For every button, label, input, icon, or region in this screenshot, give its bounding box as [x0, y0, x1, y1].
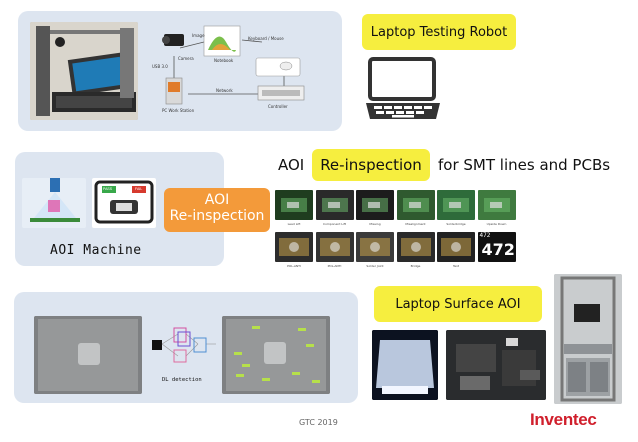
- diagram-camera-label: Camera: [178, 56, 194, 61]
- defect-caption: Component Lift: [322, 222, 347, 226]
- robot-system-diagram: Image Camera Notebook Keyboard / Mouse U…: [152, 20, 312, 120]
- fail-label: FAIL: [135, 187, 143, 191]
- defect-thumbnail: [356, 190, 394, 220]
- aoi-reinspection-box: AOI Re-inspection: [164, 188, 270, 232]
- ocr-small-text: 472: [479, 232, 491, 239]
- defect-caption: Solder Joint: [366, 264, 384, 268]
- defect-thumbnail: [315, 190, 354, 220]
- pass-fail-illustration: PASS FAIL: [92, 178, 156, 228]
- defect-caption: Solderbridge: [446, 222, 466, 226]
- diagram-keyboard-label: Keyboard / Mouse: [248, 36, 284, 41]
- defect-caption: Misalignment: [405, 222, 426, 226]
- defect-thumbnail: [275, 232, 313, 262]
- surface-pcb-photo: [446, 330, 546, 400]
- laptop-surface-raw-image: [34, 316, 142, 394]
- conference-footer: GTC 2019: [299, 418, 338, 427]
- defect-thumbnail: [437, 232, 475, 262]
- defect-caption: Text: [452, 264, 460, 268]
- diagram-network-label: Network: [216, 88, 233, 93]
- diagram-usb-label: USB 3.0: [152, 64, 168, 69]
- diagram-image-label: Image: [192, 33, 205, 38]
- brand-logo: Inventec: [530, 410, 597, 429]
- defect-thumbnail: [477, 190, 516, 220]
- surface-lightbox-photo: [372, 330, 438, 400]
- defect-thumbnail: [396, 190, 435, 220]
- defect-caption: POL-ANTI: [287, 264, 301, 268]
- diagram-notebook-label: Notebook: [214, 58, 234, 63]
- laptop-surface-detected-image: [222, 316, 330, 394]
- laptop-surface-aoi-label: Laptop Surface AOI: [374, 286, 542, 322]
- aoi-camera-illustration: [22, 178, 86, 228]
- defect-caption: Upside Down: [486, 222, 507, 226]
- robot-photo: [30, 22, 138, 120]
- defect-caption: Bridge: [410, 264, 421, 268]
- defect-thumbnail: [275, 190, 313, 220]
- orange-box-line2: Re-inspection: [169, 208, 265, 224]
- diagram-pc-label: PC Work Station: [162, 108, 195, 113]
- laptop-testing-robot-label: Laptop Testing Robot: [362, 14, 516, 50]
- diagram-controller-label: Controller: [268, 104, 288, 109]
- orange-box-line1: AOI: [204, 192, 230, 208]
- ocr-big-text: 472: [481, 240, 515, 259]
- aoi-machine-label: AOI Machine: [50, 243, 142, 258]
- defect-thumbnail: [437, 190, 475, 220]
- dl-network-diagram: [150, 326, 218, 370]
- pass-label: PASS: [103, 187, 113, 191]
- dl-detection-label: DL detection: [162, 377, 202, 383]
- surface-aoi-machine-photo: [554, 274, 622, 404]
- defect-caption: Lead Lift: [287, 222, 301, 226]
- defect-caption: Missing: [369, 222, 381, 226]
- aoi-prefix-text: AOI: [278, 156, 305, 174]
- laptop-icon: [362, 55, 444, 123]
- defect-thumbnail: [356, 232, 394, 262]
- reinspection-label: Re-inspection: [312, 149, 430, 181]
- defect-caption: POL-ANTI: [327, 264, 342, 268]
- smt-pcb-text: for SMT lines and PCBs: [438, 156, 611, 174]
- defect-thumbnail: [315, 232, 354, 262]
- defect-thumbnail: [396, 232, 435, 262]
